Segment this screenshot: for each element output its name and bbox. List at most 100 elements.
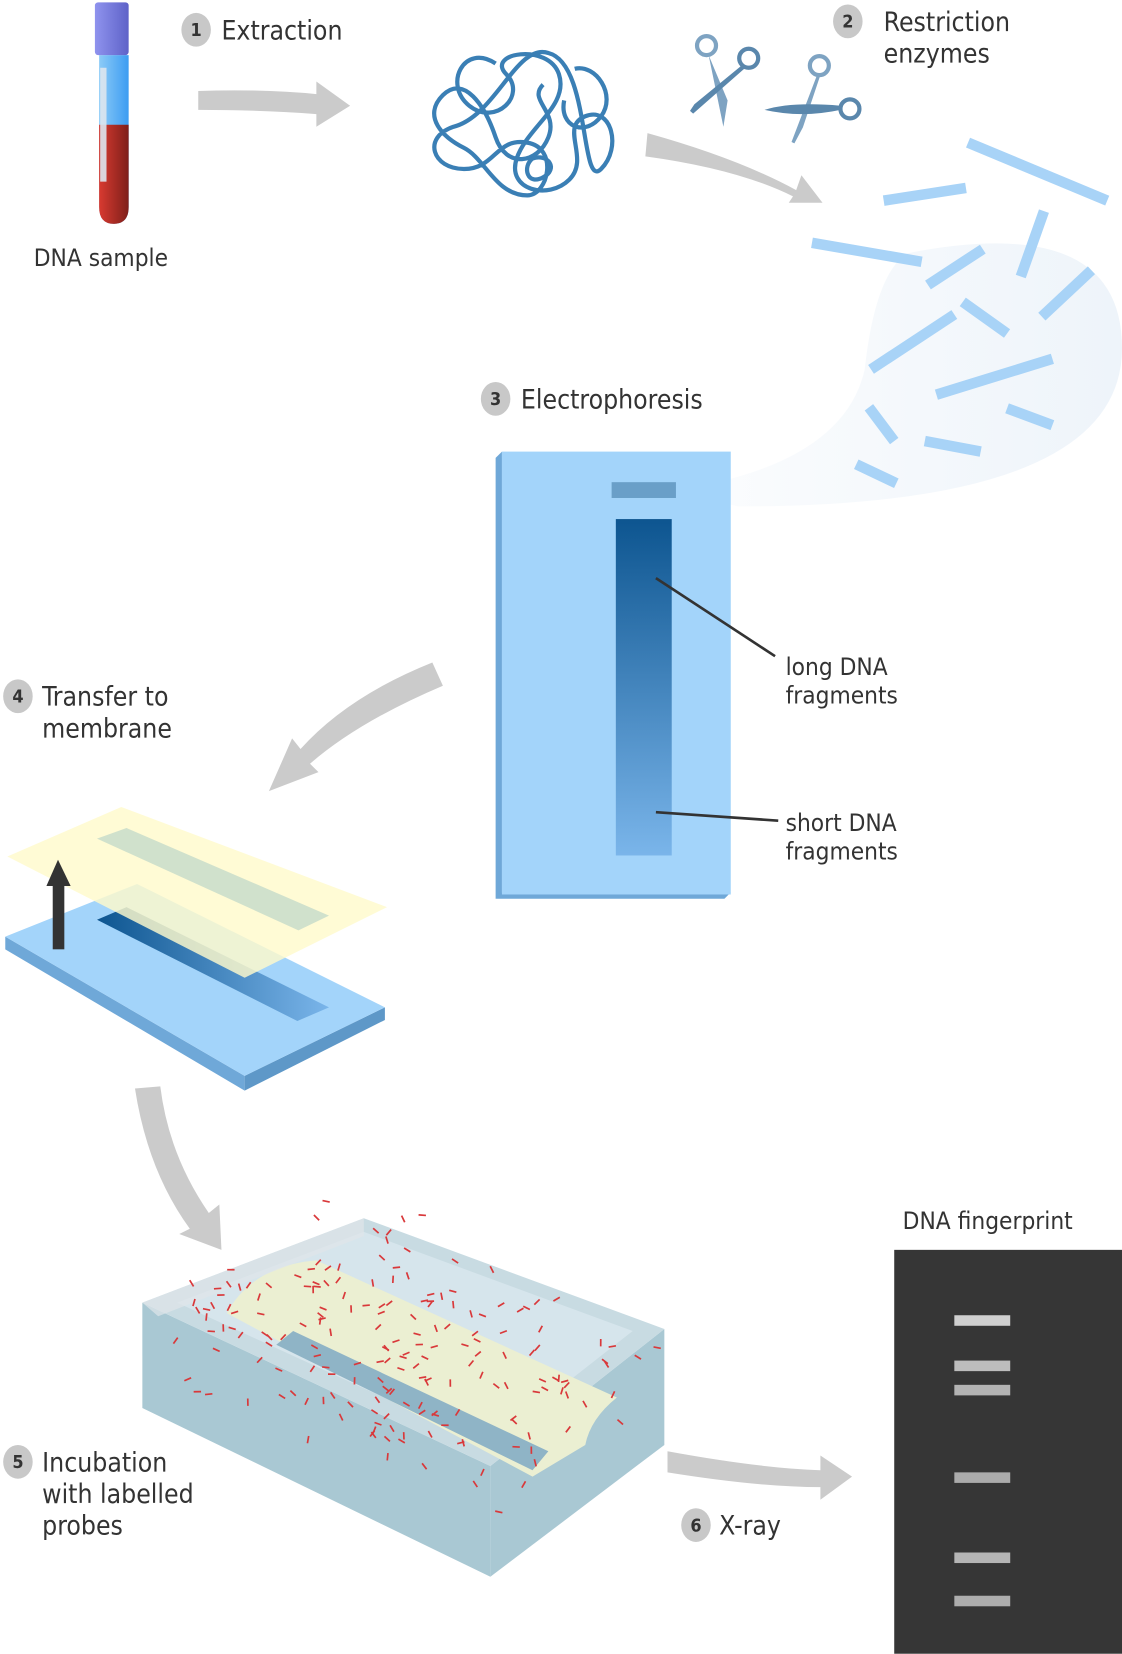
probe-mark xyxy=(489,1265,495,1274)
probe-mark xyxy=(324,1265,332,1271)
probe-mark xyxy=(400,1215,406,1223)
probe-mark xyxy=(322,1199,330,1203)
probe-mark xyxy=(377,1376,384,1384)
probe-mark xyxy=(245,1281,252,1289)
probe-mark xyxy=(533,1458,537,1467)
probe-mark xyxy=(280,1333,287,1341)
svg-text:Restriction: Restriction xyxy=(884,8,1010,38)
probe-mark xyxy=(389,1424,395,1433)
probe-mark xyxy=(347,1401,354,1408)
probe-mark xyxy=(398,1438,406,1444)
probe-mark xyxy=(210,1301,216,1310)
probe-mark xyxy=(553,1296,561,1302)
gel-lane xyxy=(615,519,672,856)
probe-mark xyxy=(492,1382,500,1389)
dna-fingerprint-label: DNA fingerprint xyxy=(903,1206,1073,1235)
xray-film xyxy=(894,1249,1122,1654)
probe-mark xyxy=(225,1280,232,1288)
svg-text:3: 3 xyxy=(490,389,501,410)
probe-mark xyxy=(610,1390,616,1399)
probe-mark xyxy=(257,1312,265,1316)
probe-mark xyxy=(440,1292,444,1301)
probe-mark xyxy=(417,1401,423,1410)
probe-mark xyxy=(313,1285,321,1288)
probe-mark xyxy=(452,1300,455,1309)
probe-mark xyxy=(306,1435,310,1444)
probe-mark xyxy=(265,1282,273,1289)
membrane-transfer-illustration xyxy=(5,806,388,1091)
probe-mark xyxy=(377,1310,386,1315)
probe-mark xyxy=(230,1310,239,1315)
probe-mark xyxy=(443,1323,451,1330)
gel-well xyxy=(611,482,676,498)
arrow-xray-icon xyxy=(667,1451,853,1500)
probe-mark xyxy=(521,1480,527,1489)
probe-mark xyxy=(522,1305,531,1311)
svg-text:2: 2 xyxy=(842,12,853,33)
dna-fragment xyxy=(1038,266,1096,321)
dna-fragment xyxy=(864,404,899,445)
probe-mark xyxy=(385,1300,393,1307)
probe-mark xyxy=(353,1361,362,1366)
probe-mark xyxy=(382,1385,390,1392)
probe-mark xyxy=(385,1236,389,1244)
probe-mark xyxy=(616,1419,624,1426)
probe-mark xyxy=(502,1351,507,1359)
probe-mark xyxy=(499,1329,508,1335)
dna-fragment xyxy=(1015,209,1049,279)
probe-mark xyxy=(383,1435,391,1442)
probe-mark xyxy=(315,1259,322,1266)
probe-mark xyxy=(412,1362,420,1369)
probe-mark xyxy=(560,1379,569,1384)
probe-mark xyxy=(374,1421,382,1426)
svg-text:5: 5 xyxy=(12,1452,23,1473)
probe-mark xyxy=(603,1360,610,1368)
probe-mark xyxy=(370,1431,377,1439)
dna-fragment xyxy=(966,137,1110,206)
arrow-transfer-icon xyxy=(268,662,443,792)
probe-mark xyxy=(427,1300,434,1308)
probe-mark xyxy=(560,1387,564,1395)
probe-mark xyxy=(653,1346,661,1350)
arrow-incubation-icon xyxy=(134,1086,222,1250)
probe-mark xyxy=(204,1393,213,1396)
probe-mark xyxy=(457,1440,465,1445)
probe-mark xyxy=(312,1281,320,1286)
probe-mark xyxy=(374,1323,382,1331)
short-fragments-label: short DNA xyxy=(786,808,897,837)
dna-fragment xyxy=(1005,403,1055,431)
probe-mark xyxy=(237,1283,242,1291)
probe-mark xyxy=(370,1409,379,1415)
probe-mark xyxy=(299,1322,307,1328)
probe-mark xyxy=(307,1267,316,1271)
fingerprint-band xyxy=(954,1384,1011,1396)
dna-fragment xyxy=(811,237,923,267)
step-5-label: 5 Incubation with labelled probes xyxy=(3,1444,194,1542)
svg-text:membrane: membrane xyxy=(42,714,172,744)
svg-text:enzymes: enzymes xyxy=(884,39,990,69)
probe-mark xyxy=(557,1374,560,1383)
fingerprint-band xyxy=(954,1360,1011,1372)
probe-mark xyxy=(289,1390,297,1397)
probe-mark xyxy=(212,1347,221,1353)
probe-mark xyxy=(424,1378,429,1386)
probe-mark xyxy=(335,1276,342,1284)
dna-sample-label: DNA sample xyxy=(34,243,168,272)
probe-mark xyxy=(310,1344,319,1350)
probe-mark xyxy=(474,1350,482,1357)
probe-mark xyxy=(533,1298,541,1306)
svg-text:Extraction: Extraction xyxy=(221,16,342,46)
probe-mark xyxy=(402,1351,410,1356)
svg-text:Transfer to: Transfer to xyxy=(41,683,168,713)
arrow-extraction-icon xyxy=(198,81,351,127)
probe-mark xyxy=(237,1331,244,1339)
probe-mark xyxy=(634,1354,642,1360)
probe-mark xyxy=(479,1371,484,1379)
probe-mark xyxy=(418,1409,426,1415)
probe-mark xyxy=(205,1313,208,1321)
probe-mark xyxy=(189,1279,195,1287)
probe-mark xyxy=(454,1408,461,1417)
probe-mark xyxy=(313,1214,320,1221)
probe-mark xyxy=(468,1359,475,1367)
